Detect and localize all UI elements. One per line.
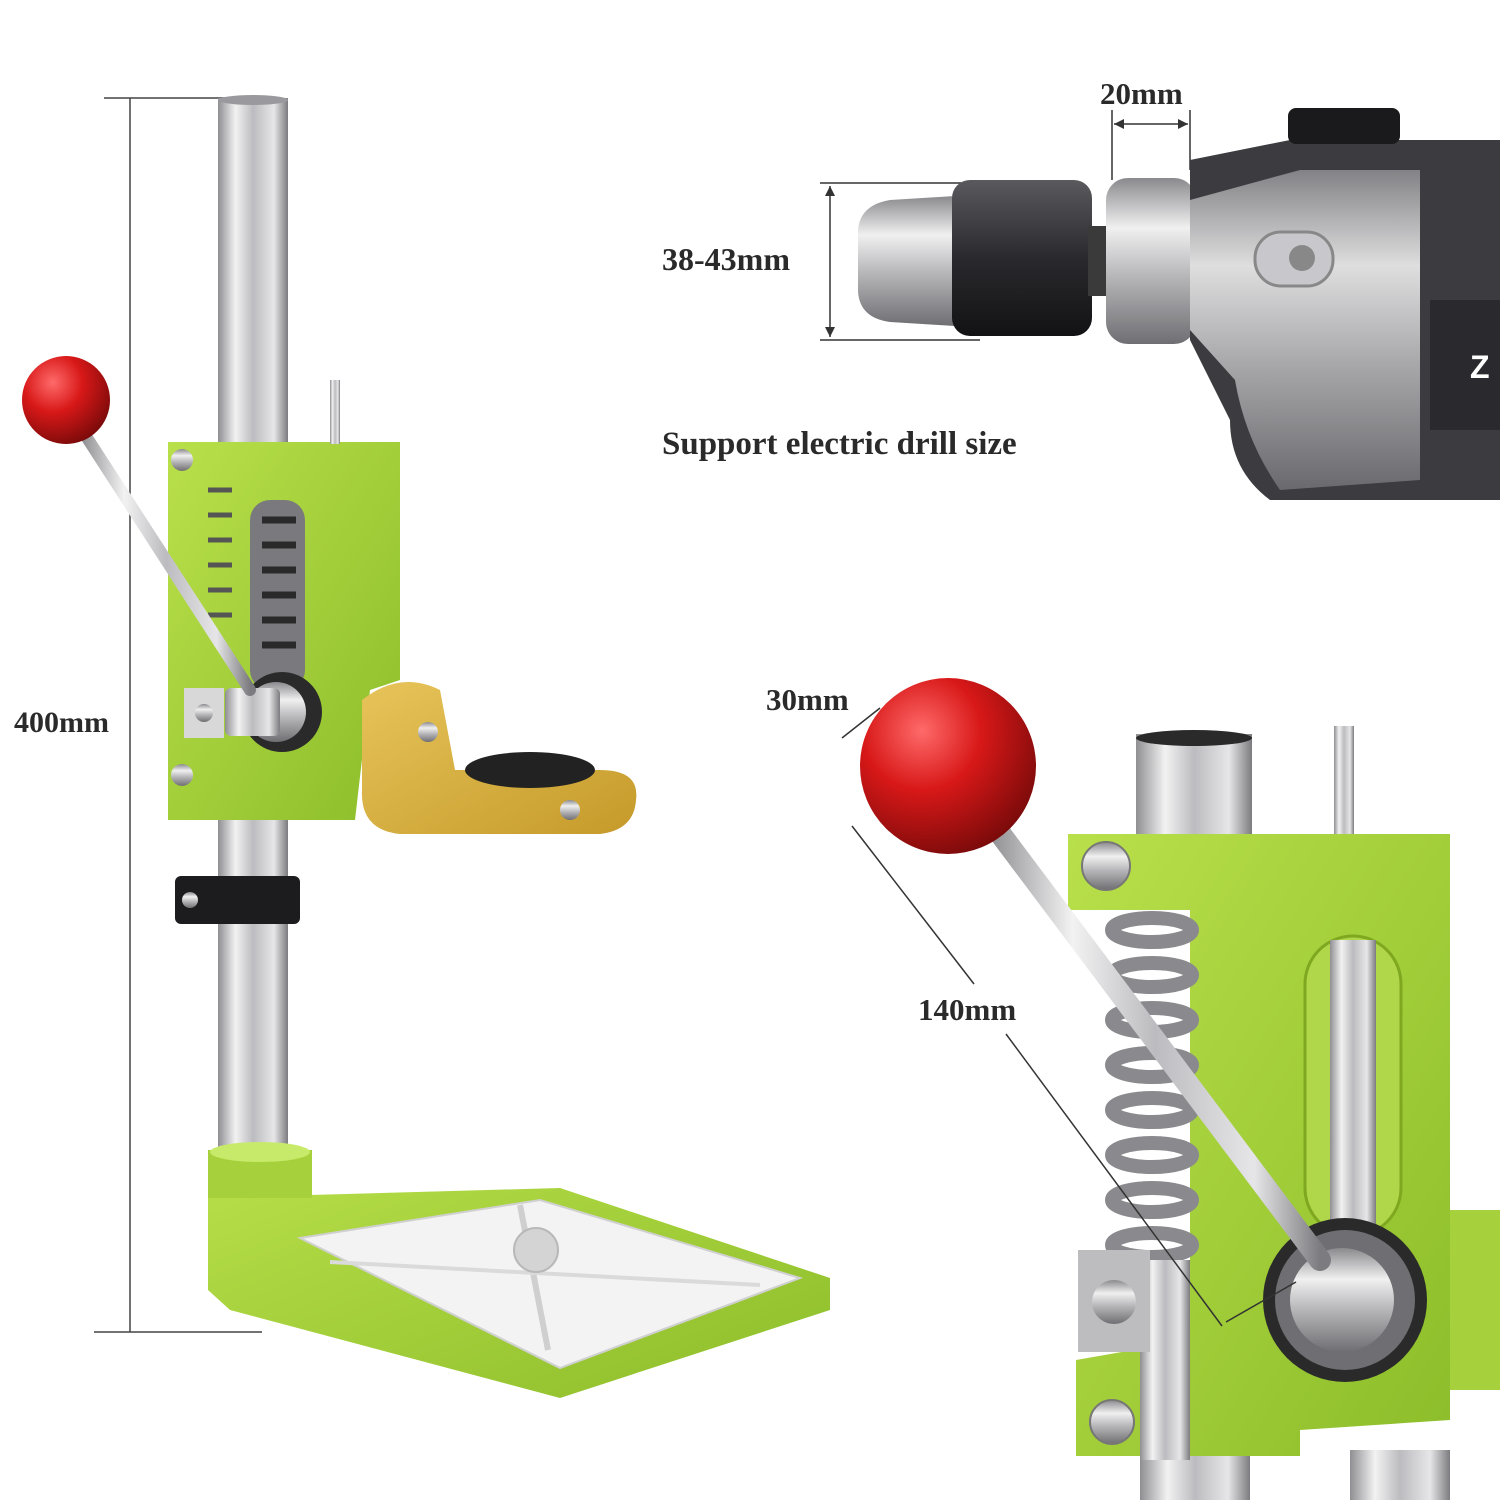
neck-diameter-label: 20mm bbox=[1100, 76, 1183, 111]
drill-stand-full bbox=[22, 95, 830, 1398]
lever-length-label: 140mm bbox=[918, 992, 1017, 1027]
support-size-caption: Support electric drill size bbox=[662, 426, 1017, 462]
knob-diameter-label: 30mm bbox=[766, 682, 849, 717]
svg-text:Z: Z bbox=[1470, 349, 1490, 385]
height-dimension-label: 400mm bbox=[14, 706, 109, 739]
handle-closeup-image bbox=[841, 678, 1500, 1500]
chuck-diameter-label: 38-43mm bbox=[662, 241, 790, 277]
electric-drill-image: Z bbox=[820, 108, 1500, 500]
